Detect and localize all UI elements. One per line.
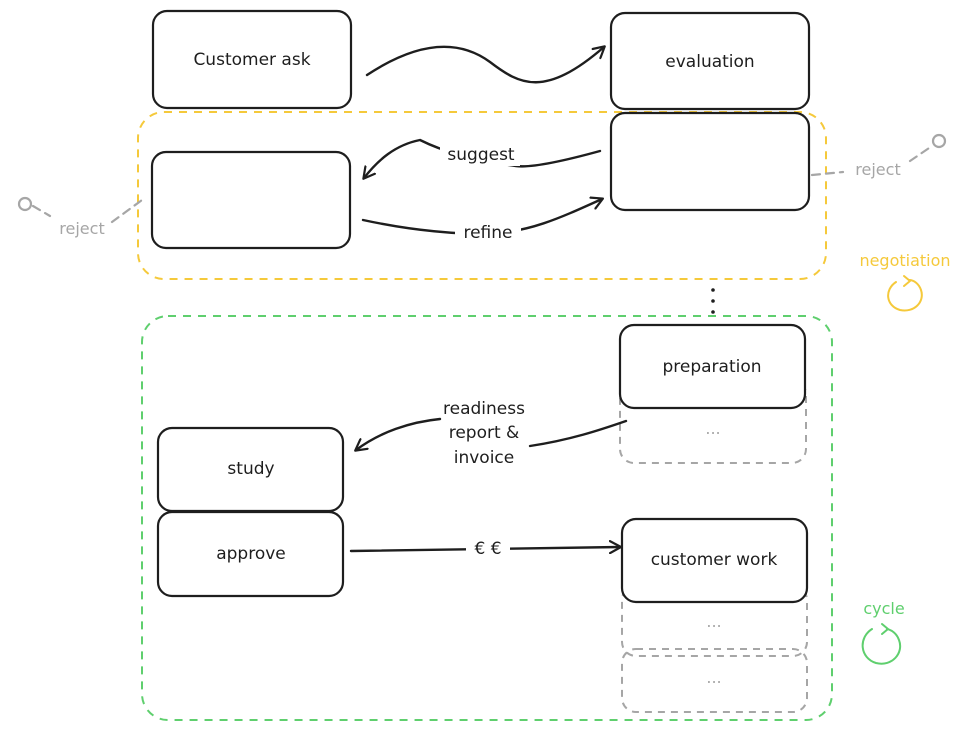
- approve-node[interactable]: approve: [156, 510, 345, 598]
- evaluation-node[interactable]: evaluation: [609, 11, 811, 111]
- readiness-arrow: [356, 417, 628, 450]
- refine-label: refine: [463, 223, 512, 243]
- reject-left-endpoint: [17, 196, 33, 212]
- approve-label: approve: [216, 544, 286, 564]
- customer-ask-to-evaluation-arrow: [365, 47, 604, 84]
- readiness-label-line2: report &: [449, 423, 520, 443]
- customer-work-more-label-1: ...: [706, 612, 721, 631]
- continuation-dots: [711, 288, 715, 314]
- customer-work-label: customer work: [651, 550, 778, 570]
- negotiation-group-label: negotiation: [859, 251, 950, 270]
- preparation-node[interactable]: preparation: [618, 323, 807, 410]
- customer-ask-label: Customer ask: [193, 50, 310, 70]
- preparation-label: preparation: [662, 357, 761, 377]
- cycle-group-frame: [141, 315, 833, 721]
- preparation-more-label: ...: [705, 419, 720, 438]
- reject-right-label: reject: [855, 160, 900, 179]
- suggest-label-bg: [440, 142, 520, 166]
- negotiation-loop-icon: [887, 275, 923, 312]
- customer-work-more-node-2[interactable]: ...: [621, 648, 808, 713]
- suggest-label: suggest: [447, 145, 515, 165]
- readiness-label-line3: invoice: [454, 448, 515, 468]
- reject-left-connector: [31, 198, 144, 224]
- study-label: study: [227, 459, 274, 479]
- payment-label-bg: [466, 537, 510, 559]
- customer-ask-node[interactable]: Customer ask: [151, 9, 353, 110]
- customer-work-more-label-2: ...: [706, 668, 721, 687]
- reject-right-connector: [810, 144, 934, 177]
- study-node[interactable]: study: [156, 426, 345, 513]
- negotiation-group-frame: [137, 111, 827, 280]
- negotiation-right-node[interactable]: [609, 111, 811, 212]
- readiness-label-line1: readiness: [443, 399, 525, 419]
- cycle-loop-icon: [861, 623, 902, 665]
- evaluation-label: evaluation: [665, 52, 754, 72]
- cycle-group-label: cycle: [863, 599, 904, 618]
- negotiation-left-node[interactable]: [150, 150, 352, 250]
- refine-label-bg: [455, 222, 521, 244]
- reject-right-endpoint: [931, 133, 947, 149]
- customer-work-node[interactable]: customer work: [620, 517, 809, 604]
- payment-label: € €: [474, 539, 501, 559]
- reject-left-label: reject: [59, 219, 104, 238]
